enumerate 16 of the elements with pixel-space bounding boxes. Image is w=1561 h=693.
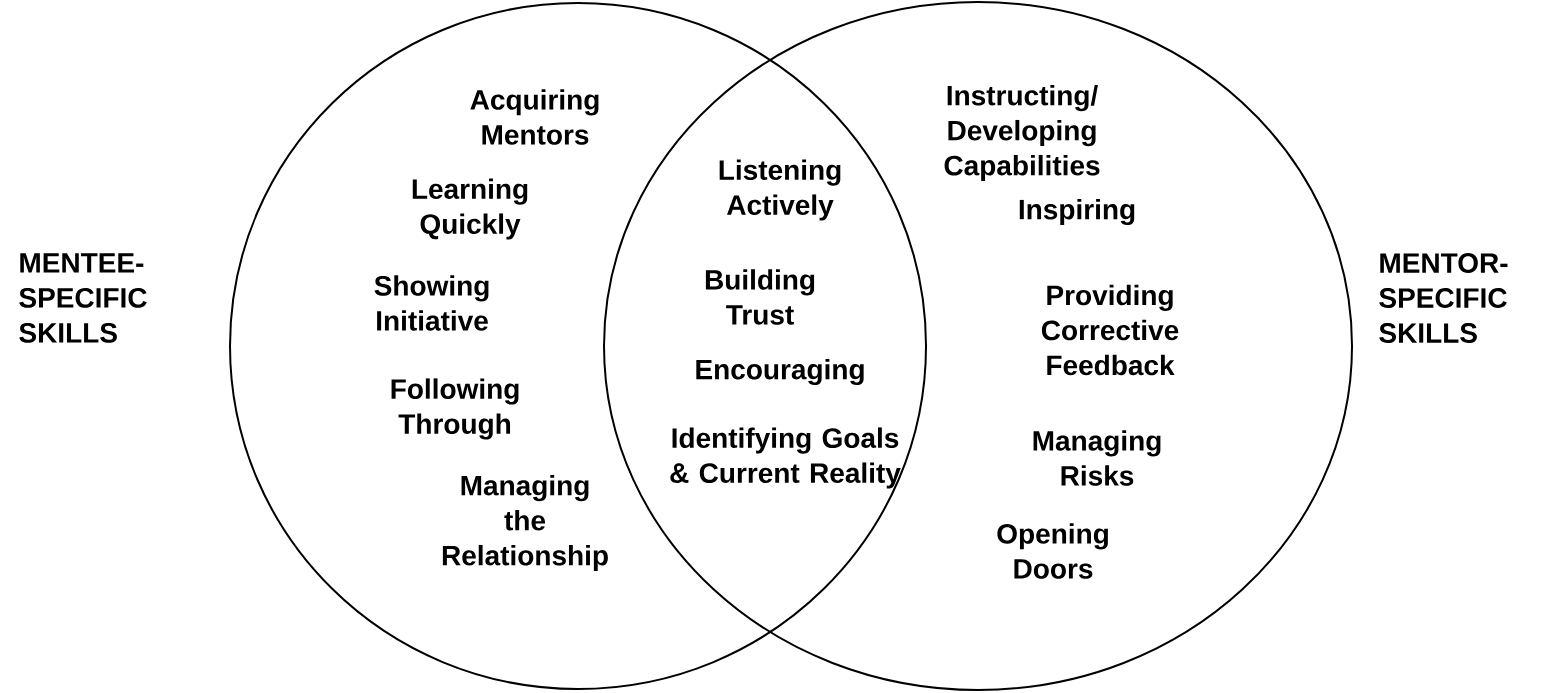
skill-label: Acquiring Mentors (470, 89, 599, 145)
group-heading: MENTEE- SPECIFIC SKILLS (19, 253, 147, 343)
skill-label: Following Through (391, 378, 519, 440)
skill-label: Inspiring (1019, 198, 1135, 226)
group-heading: MENTOR- SPECIFIC SKILLS (1379, 253, 1508, 343)
skill-label: Instructing/ Developing Capabilities (944, 84, 1100, 182)
skill-label: Managing the Relationship (442, 474, 608, 572)
skill-label: Building Trust (705, 269, 815, 325)
skill-label: Showing Initiative (374, 275, 489, 331)
skill-label: Managing Risks (1033, 430, 1161, 486)
skill-label: Opening Doors (997, 523, 1108, 579)
skill-label: Learning Quickly (412, 178, 528, 240)
skill-label: Encouraging (696, 358, 864, 386)
skill-label: Identifying Goals & Current Reality (670, 427, 901, 489)
skill-label: Providing Corrective Feedback (1041, 284, 1179, 376)
skill-label: Listening Actively (719, 159, 841, 221)
